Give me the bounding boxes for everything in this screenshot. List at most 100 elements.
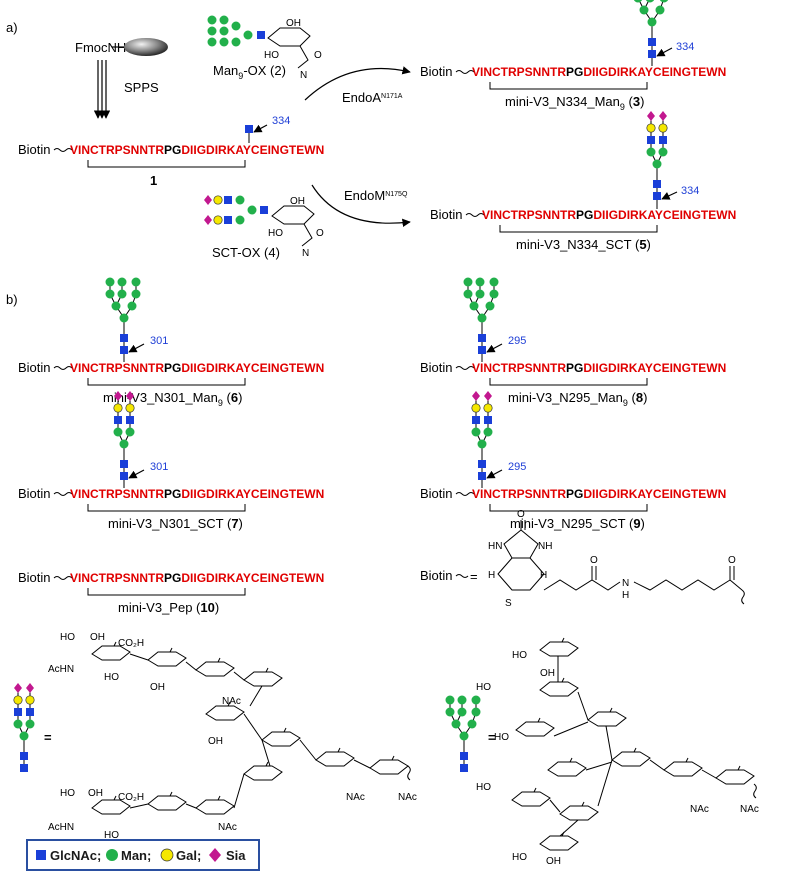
svg-text:N: N — [302, 248, 309, 259]
svg-text:HO: HO — [494, 732, 509, 743]
svg-text:NAc: NAc — [398, 792, 417, 803]
man9-ox-glycan — [207, 15, 265, 47]
man9-ox-oxazoline: OH HO O N — [264, 18, 322, 81]
svg-text:VINCTRPSNNTRPGDIIGDIRKAYCEINGT: VINCTRPSNNTRPGDIIGDIRKAYCEINGTEWN — [70, 143, 324, 157]
compound-5: Biotin VINCTRPSNNTRPGDIIGDIRKAYCEINGTEWN… — [430, 110, 736, 252]
svg-text:N: N — [622, 578, 629, 589]
sct-ox-oxazoline: OH HO O N — [268, 196, 324, 259]
compound-10: Biotin VINCTRPSNNTRPGDIIGDIRKAYCEINGTEWN… — [18, 570, 324, 615]
resin-bead-icon — [124, 38, 168, 56]
man9-chemical-structure: HO OH HO HO HO HO OH NAc NAc — [476, 637, 759, 867]
enzyme-endom-label: EndoMN175Q — [344, 188, 408, 203]
compound-5-label: mini-V3_N334_SCT (5) — [516, 237, 651, 252]
svg-text:VINCTRPSNNTRPGDIIGDIRKAYCEINGT: VINCTRPSNNTRPGDIIGDIRKAYCEINGTEWN — [482, 208, 736, 222]
svg-text:NAc: NAc — [346, 792, 365, 803]
svg-text:H: H — [488, 570, 495, 581]
svg-text:H: H — [622, 590, 629, 601]
sct-ox-glycan — [204, 195, 268, 225]
svg-text:O: O — [590, 555, 598, 566]
svg-text:1: 1 — [150, 173, 157, 188]
svg-text:Biotin: Biotin — [18, 142, 51, 157]
biotin-structure: Biotin = O HN NH H H S O N H O — [420, 509, 745, 609]
svg-text:OH: OH — [150, 682, 165, 693]
compound-9: Biotin VINCTRPSNNTRPGDIIGDIRKAYCEINGTEWN… — [420, 390, 726, 531]
svg-text:CO₂H: CO₂H — [118, 792, 144, 803]
svg-text:mini-V3_N301_Man9 (6): mini-V3_N301_Man9 (6) — [103, 390, 242, 408]
svg-text:HO: HO — [60, 788, 75, 799]
svg-text:O: O — [314, 50, 322, 61]
svg-text:301: 301 — [150, 461, 168, 473]
svg-text:H: H — [540, 570, 547, 581]
reaction-arrow-bottom — [311, 184, 411, 228]
sct-symbol — [13, 682, 35, 773]
svg-text:OH: OH — [90, 632, 105, 643]
svg-text:HO: HO — [104, 672, 119, 683]
legend-gal: Gal; — [176, 848, 201, 863]
enzyme-endoa-label: EndoAN171A — [342, 90, 403, 105]
svg-text:301: 301 — [150, 335, 168, 347]
panel-b-label: b) — [6, 292, 18, 307]
sct-ox-label: SCT-OX (4) — [212, 245, 280, 260]
compound-3-label: mini-V3_N334_Man9 (3) — [505, 94, 644, 112]
svg-text:NAc: NAc — [740, 804, 759, 815]
svg-text:O: O — [316, 228, 324, 239]
compound-8: Biotin VINCTRPSNNTRPGDIIGDIRKAYCEINGTEWN… — [420, 277, 726, 408]
svg-text:Biotin: Biotin — [420, 486, 453, 501]
svg-text:CO₂H: CO₂H — [118, 638, 144, 649]
svg-text:334: 334 — [676, 41, 694, 53]
sia-diamond-icon — [209, 848, 221, 862]
compound-7: Biotin VINCTRPSNNTRPGDIIGDIRKAYCEINGTEWN… — [18, 390, 324, 531]
svg-text:HN: HN — [488, 541, 502, 552]
spps-arrows — [93, 60, 111, 119]
svg-text:O: O — [728, 555, 736, 566]
legend-glcnac: GlcNAc; — [50, 848, 101, 863]
svg-text:mini-V3_N295_SCT (9): mini-V3_N295_SCT (9) — [510, 516, 645, 531]
spps-label: SPPS — [124, 80, 159, 95]
sct-chemical-structure: HO OH CO₂H AcHN HO OH NAc OH HO OH CO₂H … — [48, 632, 417, 849]
glcnac-square-icon — [36, 850, 46, 860]
svg-text:O: O — [517, 509, 525, 520]
svg-text:Biotin: Biotin — [420, 64, 453, 79]
svg-text:=: = — [470, 569, 478, 584]
svg-text:OH: OH — [208, 736, 223, 747]
svg-text:HO: HO — [512, 650, 527, 661]
man9-ox-label: Man9-OX (2) — [213, 63, 286, 81]
man-circle-icon — [106, 849, 118, 861]
svg-text:N: N — [300, 70, 307, 81]
svg-text:OH: OH — [286, 18, 301, 29]
sct-equals: = — [44, 730, 52, 745]
svg-text:HO: HO — [476, 782, 491, 793]
compound-3: Biotin VINCTRPSNNTRPGDIIGDIRKAYCEINGTEWN… — [420, 0, 726, 112]
svg-text:VINCTRPSNNTRPGDIIGDIRKAYCEINGT: VINCTRPSNNTRPGDIIGDIRKAYCEINGTEWN — [472, 65, 726, 79]
svg-text:334: 334 — [272, 115, 290, 127]
gal-circle-icon — [160, 848, 174, 862]
svg-text:NAc: NAc — [222, 696, 241, 707]
svg-text:HO: HO — [60, 632, 75, 643]
legend-sia: Sia — [226, 848, 246, 863]
svg-text:Biotin: Biotin — [420, 360, 453, 375]
svg-text:S: S — [505, 598, 512, 609]
svg-text:OH: OH — [88, 788, 103, 799]
svg-text:HO: HO — [476, 682, 491, 693]
fmocnh-label: FmocNH — [75, 40, 126, 55]
svg-text:OH: OH — [546, 856, 561, 867]
svg-text:HO: HO — [104, 830, 119, 841]
man9-symbol — [445, 695, 481, 773]
man9-equals: = — [488, 730, 496, 745]
svg-text:HO: HO — [512, 852, 527, 863]
svg-text:NAc: NAc — [690, 804, 709, 815]
svg-text:VINCTRPSNNTRPGDIIGDIRKAYCEINGT: VINCTRPSNNTRPGDIIGDIRKAYCEINGTEWN — [70, 487, 324, 501]
svg-text:Biotin: Biotin — [18, 486, 51, 501]
svg-text:OH: OH — [290, 196, 305, 207]
svg-text:AcHN: AcHN — [48, 822, 74, 833]
svg-text:334: 334 — [681, 185, 699, 197]
svg-text:295: 295 — [508, 461, 526, 473]
svg-text:NH: NH — [538, 541, 552, 552]
compound-6: Biotin VINCTRPSNNTRPGDIIGDIRKAYCEINGTEWN… — [18, 277, 324, 408]
svg-text:Biotin: Biotin — [420, 568, 453, 583]
svg-text:Biotin: Biotin — [18, 360, 51, 375]
svg-text:mini-V3_Pep (10): mini-V3_Pep (10) — [118, 600, 219, 615]
svg-text:Biotin: Biotin — [18, 570, 51, 585]
svg-text:VINCTRPSNNTRPGDIIGDIRKAYCEINGT: VINCTRPSNNTRPGDIIGDIRKAYCEINGTEWN — [70, 571, 324, 585]
